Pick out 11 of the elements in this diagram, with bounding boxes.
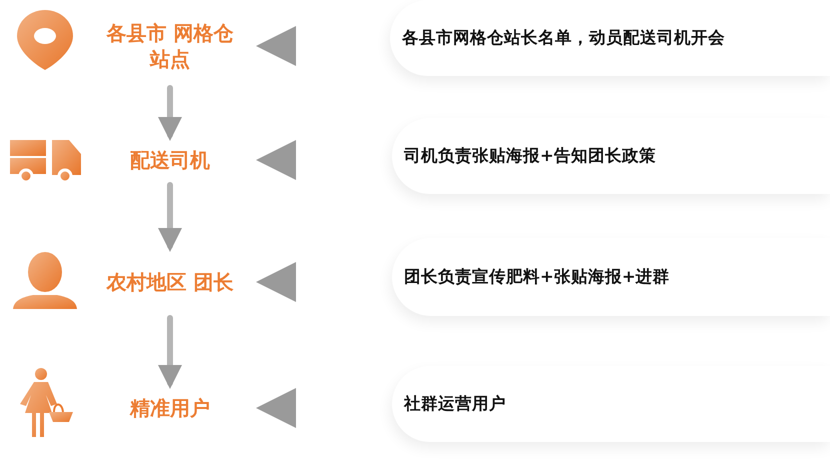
action-text: 各县市网格仓站长名单，动员配送司机开会	[402, 27, 725, 49]
action-text: 司机负责张贴海报+告知团长政策	[404, 145, 656, 167]
arrow	[158, 315, 182, 389]
step-label: 配送司机	[129, 147, 211, 173]
action-text: 社群运营用户	[404, 393, 506, 415]
arrow	[158, 85, 182, 141]
step-label: 农村地区 团长	[105, 269, 234, 295]
arrow	[158, 182, 182, 252]
step-label: 精准用户	[128, 395, 211, 421]
step-label: 各县市 网格仓站点	[105, 20, 234, 72]
action-text: 团长负责宣传肥料+张贴海报+进群	[404, 266, 670, 288]
